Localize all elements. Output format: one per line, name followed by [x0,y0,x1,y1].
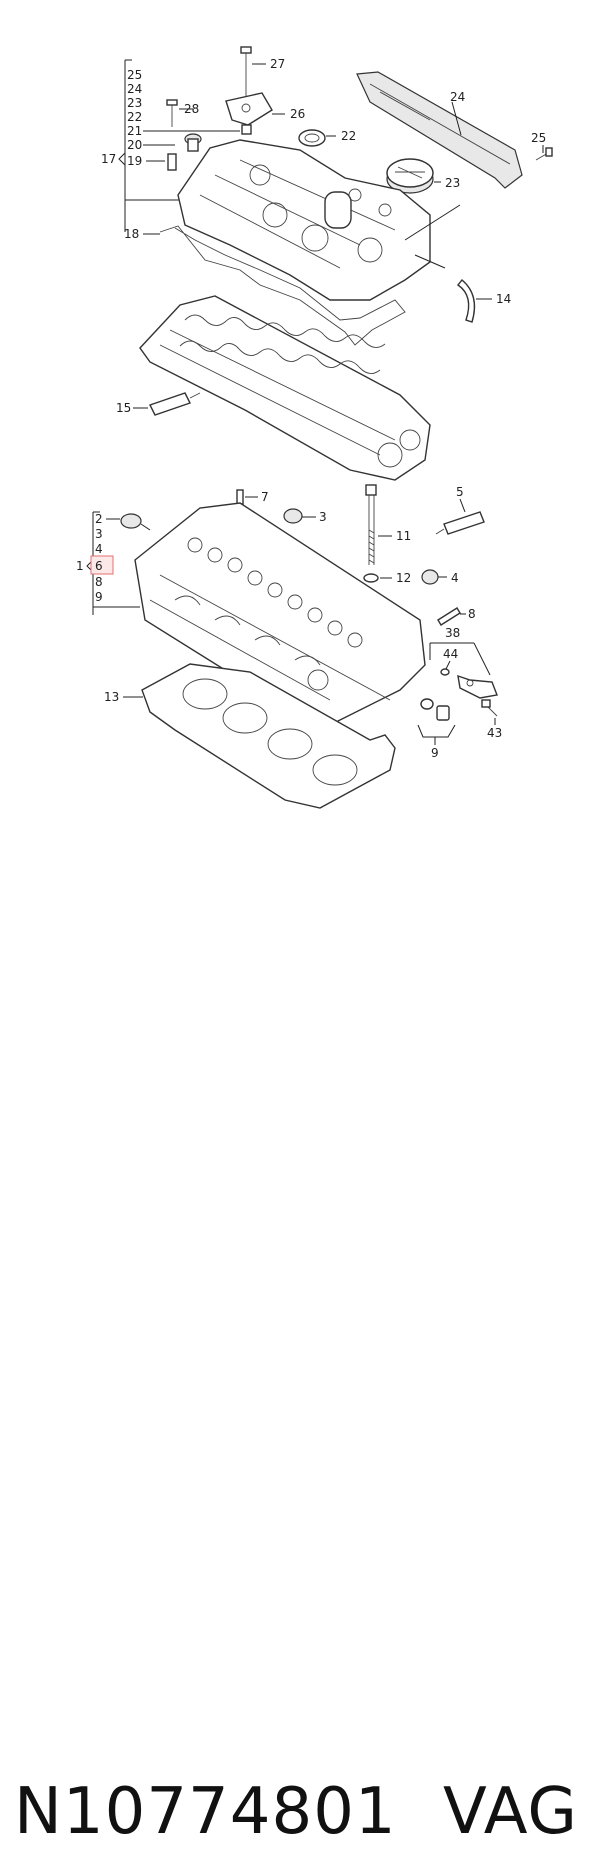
callout-26: 26 [290,107,305,121]
callout-4-list: 4 [95,542,103,556]
callout-7: 7 [261,490,269,504]
washer-12 [363,573,392,583]
part-number: N10774801 [14,1775,397,1849]
callout-19: 19 [127,154,142,168]
oil-filler-cap-23 [386,158,441,194]
bolt-43 [481,699,498,725]
exploded-parts-diagram: 25 24 23 22 21 20 17 19 18 28 27 26 22 [76,46,553,809]
nut-21 [241,124,252,135]
bolt-25 [535,145,553,161]
cover-gasket-18 [159,225,406,346]
valve-cover [177,139,461,301]
seal-plug-3 [283,508,316,524]
stud-27 [240,46,266,102]
callout-22-list: 22 [127,110,142,124]
stud-8 [437,607,466,626]
bracket-26 [225,92,285,126]
group-38-bracket [429,642,491,676]
callout-13: 13 [104,690,119,704]
sensor-38 [457,674,498,699]
callout-25: 25 [531,131,546,145]
callout-18: 18 [124,227,139,241]
brand-name: VAG [443,1775,578,1849]
seal-plug-4 [421,569,447,585]
seal-14 [456,279,492,323]
callout-24-list: 24 [127,82,142,96]
callout-9-list: 9 [95,590,103,604]
bolt-28 [166,99,193,127]
callout-3: 3 [319,510,327,524]
callout-28: 28 [184,102,199,116]
callout-15: 15 [116,401,131,415]
callout-23-list: 23 [127,96,142,110]
callout-3-list: 3 [95,527,103,541]
callout-1: 1 [76,559,84,573]
highlighted-callout-6[interactable] [90,555,114,575]
callout-4: 4 [451,571,459,585]
callout-44: 44 [443,647,458,661]
callout-5: 5 [456,485,464,499]
callout-8: 8 [468,607,476,621]
callout-12: 12 [396,571,411,585]
callout-11: 11 [396,529,411,543]
cover-strip-24 [356,71,523,189]
dowel-7 [236,489,258,505]
callout-6-highlighted[interactable]: 6 [95,559,103,573]
callout-17: 17 [101,152,116,166]
callout-25-list: 25 [127,68,142,82]
callout-23: 23 [445,176,460,190]
camshaft-housing [139,295,431,481]
sealant-tube-15 [133,392,201,416]
seal-plug-2 [120,513,151,531]
callout-20: 20 [127,138,142,152]
callout-8-list: 8 [95,575,103,589]
callout-38: 38 [445,626,460,640]
footer: N10774801 VAG [0,880,600,1849]
cylinder-head-bolt-11 [365,484,392,565]
callout-27: 27 [270,57,285,71]
seal-22 [298,129,336,147]
callout-24: 24 [450,90,465,104]
plug-and-seal-9 [417,698,456,745]
cylinder-head [134,502,426,726]
head-gasket-13 [123,663,396,809]
callout-14: 14 [496,292,511,306]
callout-43: 43 [487,726,502,740]
seal-ring-44 [440,668,450,676]
callout-9: 9 [431,746,439,760]
callout-2: 2 [95,512,103,526]
sealant-tube-5 [435,498,485,535]
callout-22: 22 [341,129,356,143]
bolt-19 [167,153,177,171]
callout-21: 21 [127,124,142,138]
